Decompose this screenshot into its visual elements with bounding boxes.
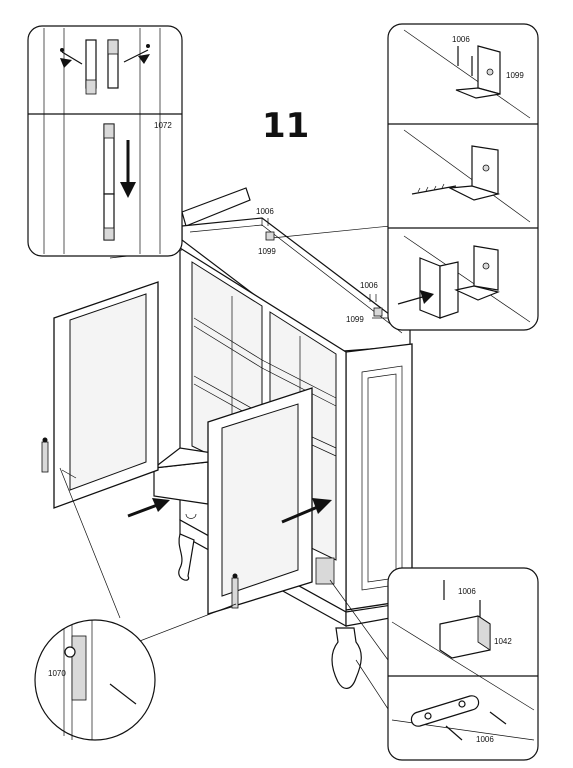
label-1006-plate: 1006 xyxy=(476,735,494,744)
right-door-hinge xyxy=(231,577,239,609)
label-1006-side: 1006 xyxy=(360,281,378,290)
label-1072: 1072 xyxy=(154,121,172,130)
label-1042: 1042 xyxy=(494,637,512,646)
insert-arrow-right xyxy=(281,498,332,524)
label-1006-bracket: 1006 xyxy=(452,35,470,44)
label-1099-top: 1099 xyxy=(258,247,276,256)
label-1099-bracket: 1099 xyxy=(506,71,524,80)
label-1099-side: 1099 xyxy=(346,315,364,324)
inset-hinge-circle: 1070 xyxy=(34,619,156,741)
cabinet-leg-left xyxy=(178,533,195,581)
cabinet-leg-front-right xyxy=(331,627,362,689)
right-door-glass xyxy=(221,403,299,597)
drawer-front xyxy=(153,461,209,505)
drawer-handle xyxy=(185,513,197,519)
label-1006-catch: 1006 xyxy=(458,587,476,596)
left-door xyxy=(41,281,159,509)
inset-bracket-frame xyxy=(387,23,539,331)
left-door-glass xyxy=(69,293,147,491)
label-1006-top: 1006 xyxy=(256,207,274,216)
inset-catch-frame xyxy=(387,567,539,761)
bracket-1099-side xyxy=(373,307,383,317)
inset-hinge-detail: 1072 xyxy=(27,25,183,257)
hinge-plate xyxy=(71,635,87,701)
left-door-hinge xyxy=(41,441,49,473)
bracket-1099-top xyxy=(265,231,275,241)
label-1070: 1070 xyxy=(48,669,66,678)
step-number: 11 xyxy=(262,106,309,146)
inset-hinge-circle-frame xyxy=(34,619,156,741)
cabinet-back-rail xyxy=(181,187,251,227)
inset-bracket-detail: 1006 1099 xyxy=(387,23,539,331)
insert-arrow-left xyxy=(127,498,170,518)
magnetic-catch xyxy=(315,557,335,585)
right-door xyxy=(207,387,313,615)
inset-catch-detail: 1006 1042 1006 xyxy=(387,567,539,761)
